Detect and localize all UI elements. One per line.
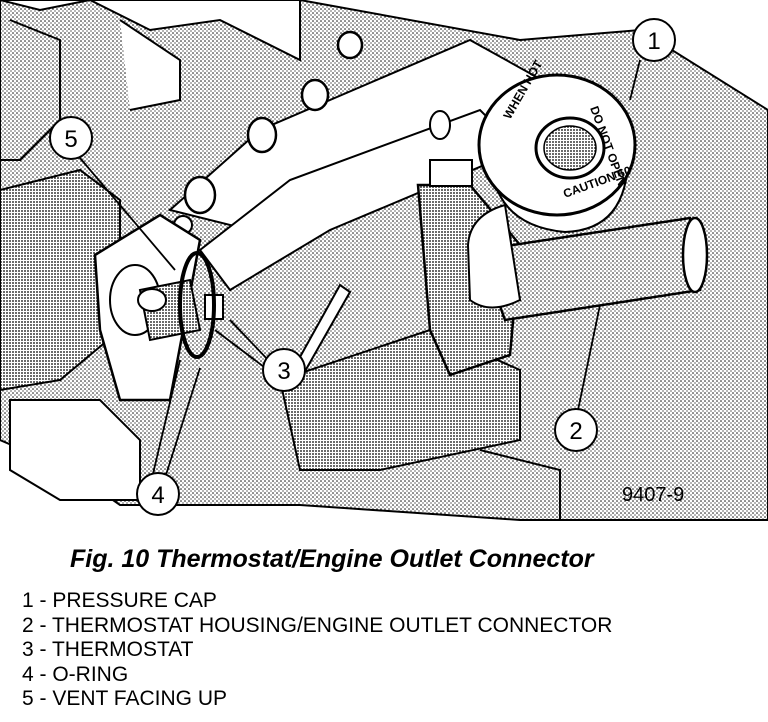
pressure-cap: DO NOT OPEN WHEN HOT CAUTION 60 [477,57,637,234]
legend-item-pressure-cap: 1 - PRESSURE CAP [22,589,217,612]
legend-item-vent-facing-up: 5 - VENT FACING UP [22,687,227,710]
callout-3-number: 3 [277,358,290,385]
parts-legend: 1 - PRESSURE CAP 2 - THERMOSTAT HOUSING/… [22,589,612,712]
intake-manifold [167,30,562,292]
housing-outlet-connector [416,159,709,377]
callout-4: 4 [136,472,180,516]
callout-3: 3 [262,348,306,392]
callout-1: 1 [632,18,676,62]
engine-illustration: DO NOT OPEN WHEN HOT CAUTION 60 1 2 3 4 … [0,0,768,521]
callout-5-number: 5 [64,126,77,153]
callout-1-number: 1 [647,28,660,55]
callout-5: 5 [49,116,93,160]
callout-2-number: 2 [569,418,582,445]
legend-item-thermostat: 3 - THERMOSTAT [22,638,194,661]
legend-item-o-ring: 4 - O-RING [22,662,129,686]
callout-2: 2 [554,408,598,452]
figure-id: 9407-9 [622,484,685,506]
legend-item-housing-outlet-connector: 2 - THERMOSTAT HOUSING/ENGINE OUTLET CON… [22,613,613,637]
leader-lines [79,59,641,479]
o-ring [178,251,216,359]
figure-caption: Fig. 10 Thermostat/Engine Outlet Connect… [70,545,594,573]
callout-4-number: 4 [151,482,164,509]
thermostat [137,278,224,342]
